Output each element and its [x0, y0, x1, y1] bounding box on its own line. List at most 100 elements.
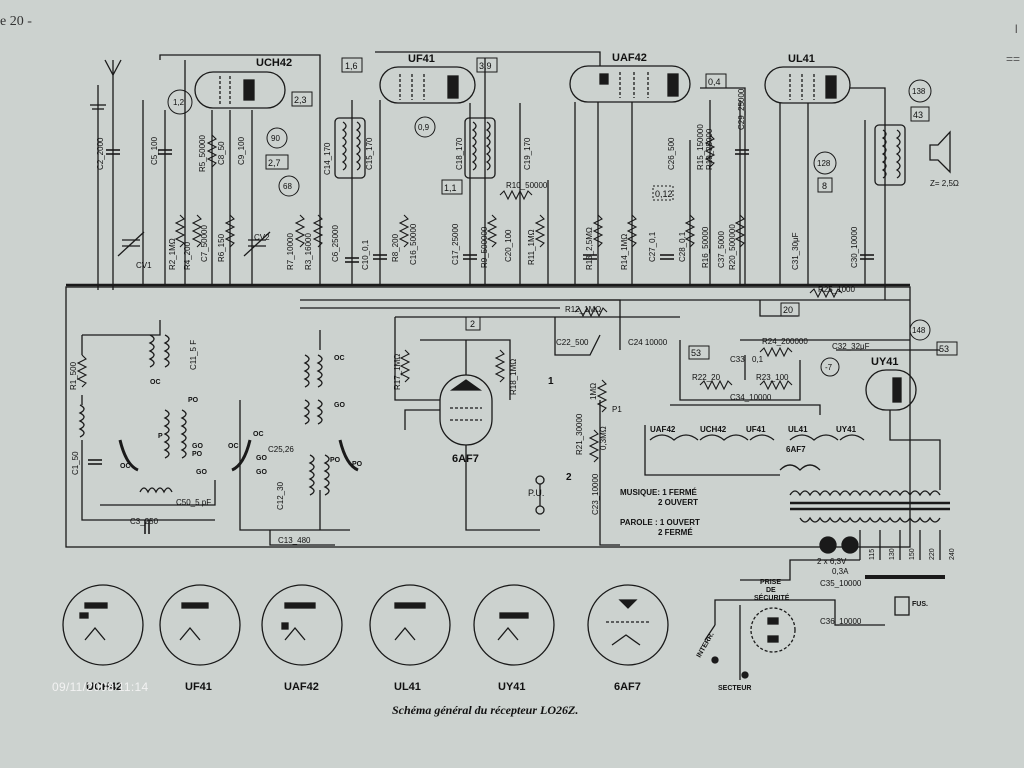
label-c24: C24 10000 — [628, 338, 668, 347]
tag-2-3: 2,3 — [294, 95, 307, 105]
label-cv1: CV1 — [136, 261, 152, 270]
tag-20: 20 — [783, 305, 793, 315]
label-pot2: 0,3MΩ — [599, 426, 608, 450]
photo-timestamp: 09/11/2008 11:14 — [52, 680, 149, 694]
switch-2-label: 2 — [566, 472, 572, 483]
tube-ul41 — [764, 66, 851, 104]
label-c13: C13_480 — [278, 536, 311, 545]
label-c10: C10_0,1 — [361, 239, 370, 270]
tube-uy41 — [865, 369, 917, 411]
label-c23: C23_10000 — [591, 473, 600, 515]
label-c30: C30_10000 — [850, 226, 859, 268]
page-corner-mark: I — [1014, 22, 1018, 36]
label-r22: R22_20 — [692, 373, 721, 382]
coil-oc-1: OC — [150, 379, 161, 386]
label-c11: C11_5 F — [189, 340, 198, 370]
label-de: DE — [766, 587, 776, 594]
label-c5: C5_100 — [150, 136, 159, 165]
label-securite: SÉCURITÉ — [754, 593, 790, 602]
tag-0-12: 0,12 — [655, 189, 673, 199]
label-c34: C34_10000 — [730, 393, 772, 402]
label-c18: C18_170 — [455, 137, 464, 170]
label-c8: C8_50 — [217, 141, 226, 165]
label-c6: C6_25000 — [331, 225, 340, 262]
tube-uch42 — [194, 71, 286, 109]
label-r25: R25_1000 — [818, 285, 855, 294]
label-pot: 1MΩ — [589, 383, 598, 400]
label-c12: C12_30 — [276, 481, 285, 510]
label-lamp: 2 x 6,3V — [817, 557, 847, 566]
circle-tag-1-2: 1,2 — [173, 98, 185, 107]
tag-1-6: 1,6 — [345, 61, 358, 71]
figure-caption: Schéma général du récepteur LO26Z. — [392, 703, 579, 717]
label-c26: C26_500 — [667, 137, 676, 170]
oscillator-coils — [78, 334, 330, 496]
label-c22: C22_500 — [556, 338, 589, 347]
musique-line-1: MUSIQUE: 1 FERMÉ — [620, 488, 698, 497]
circle-tag-90: 90 — [271, 134, 280, 143]
tap-115: 115 — [869, 549, 876, 560]
label-c17: C17_25000 — [451, 223, 460, 265]
coil-oc-2: OC — [120, 463, 131, 470]
filament-labels: UAF42 UCH42 UF41 UL41 UY41 6AF7 — [650, 425, 857, 454]
power-transformer — [789, 490, 950, 579]
label-r13: R13_2,5MΩ — [585, 227, 594, 270]
label-c1: C1_50 — [71, 451, 80, 475]
filament-uy41: UY41 — [836, 425, 857, 434]
circle-tag-68: 68 — [283, 182, 292, 191]
if-transformer-2 — [464, 117, 496, 179]
label-r6: R6_150 — [217, 233, 226, 262]
label-c28: C28_0,1 — [678, 231, 687, 262]
filament-uf41: UF41 — [746, 425, 766, 434]
coil-go-2: GO — [196, 469, 207, 476]
tube-label-uaf42: UAF42 — [612, 52, 647, 64]
tap-220: 220 — [929, 548, 936, 560]
if-transformer-1 — [334, 117, 366, 179]
tap-130: 130 — [889, 548, 896, 560]
pinout-label-6af7: 6AF7 — [614, 681, 641, 693]
label-c25: C25,26 — [268, 445, 294, 454]
pinout-label-ul41: UL41 — [394, 681, 421, 693]
circle-tag-138: 138 — [912, 87, 926, 96]
label-c33v: 0,1 — [752, 355, 764, 364]
musique-line-2: 2 OUVERT — [658, 498, 698, 507]
tube-uaf42 — [569, 65, 691, 103]
label-c37: C37_5000 — [717, 231, 726, 268]
pickup-label: P.U. — [528, 488, 544, 498]
tag-8: 8 — [822, 181, 827, 191]
coil-po-2: PO — [192, 451, 203, 458]
label-cv2: CV2 — [254, 233, 270, 242]
label-c36: C36_10000 — [820, 617, 862, 626]
tube-label-uch42: UCH42 — [256, 57, 292, 69]
label-c35: C35_10000 — [820, 579, 862, 588]
pilot-lamp-1 — [819, 536, 837, 554]
filament-chain — [644, 425, 865, 476]
switch-1-label: 1 — [548, 376, 554, 387]
coil-go-3: GO — [334, 402, 345, 409]
label-c33: C33 — [730, 355, 745, 364]
label-c29: C29_25000 — [737, 88, 746, 130]
label-r3: R3_16000 — [304, 233, 313, 270]
tag-43: 43 — [913, 110, 923, 120]
label-r5: R5_50000 — [198, 135, 207, 172]
label-r21: R21_30000 — [575, 413, 584, 455]
label-secteur: SECTEUR — [718, 685, 751, 692]
coil-go-1: GO — [192, 443, 203, 450]
label-r19: R19_25000 — [705, 128, 714, 170]
label-speaker-impedance: Z= 2,5Ω — [930, 179, 959, 188]
label-r2: R2_1MΩ — [168, 238, 177, 270]
label-r7: R7_10000 — [286, 233, 295, 270]
variable-capacitors — [117, 231, 271, 257]
pinout-uch42 — [62, 584, 144, 666]
label-c7: C7_50000 — [200, 225, 209, 262]
label-c2: C2_2000 — [96, 137, 105, 170]
label-r14: R14_1MΩ — [620, 234, 629, 270]
coil-go-4: GO — [256, 455, 267, 462]
label-r18: R18_1MΩ — [509, 359, 518, 395]
circle-tag-128: 128 — [817, 159, 831, 168]
label-p1: P1 — [612, 405, 622, 414]
parole-line-1: PAROLE : 1 OUVERT — [620, 518, 700, 527]
label-c20: C20_100 — [504, 229, 513, 262]
circle-tag-0-9: 0,9 — [418, 123, 430, 132]
